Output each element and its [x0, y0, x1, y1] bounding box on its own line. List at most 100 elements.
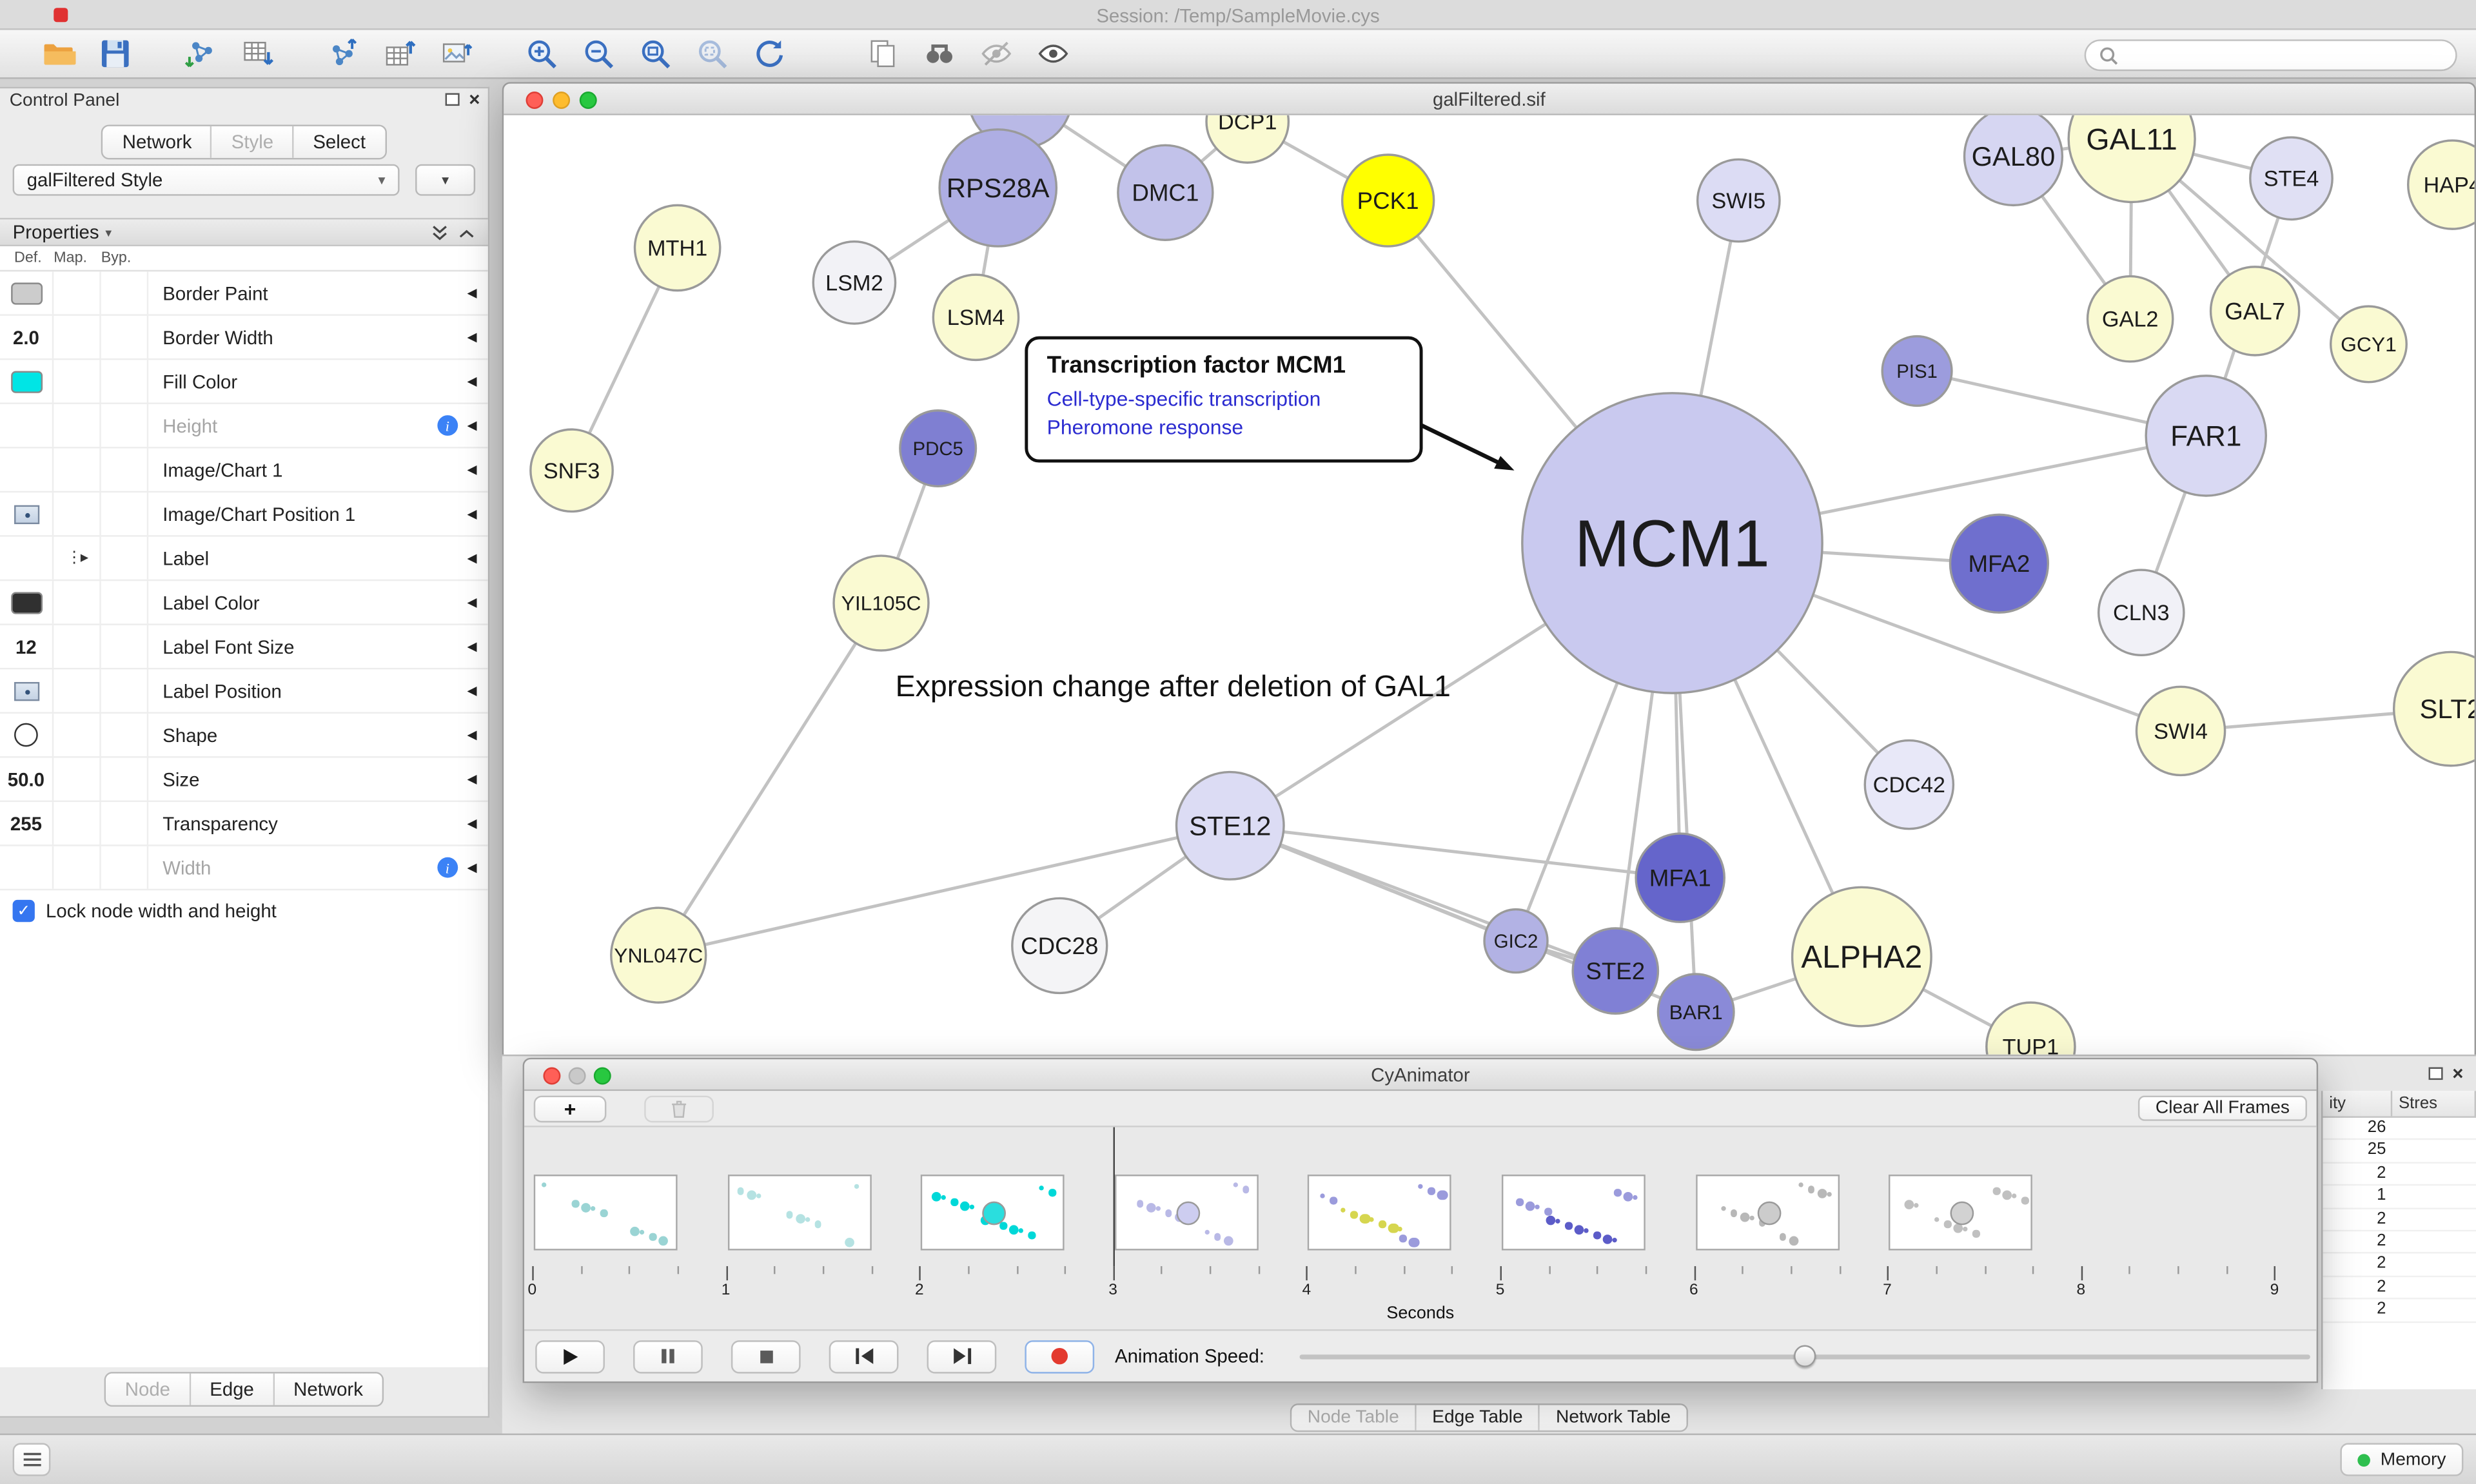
table-row[interactable]: 26 — [2323, 1118, 2476, 1141]
frame-thumbnail-7[interactable] — [1889, 1175, 2033, 1251]
expand-row-icon[interactable]: ◀ — [467, 329, 477, 344]
expand-row-icon[interactable]: ◀ — [467, 595, 477, 610]
network-node-SWI4[interactable]: SWI4 — [2135, 685, 2226, 777]
network-node-STE2[interactable]: STE2 — [1571, 927, 1660, 1015]
expand-row-icon[interactable]: ◀ — [467, 507, 477, 522]
record-button[interactable] — [1025, 1339, 1095, 1373]
minimize-window-icon[interactable] — [568, 1066, 586, 1084]
expand-row-icon[interactable]: ◀ — [467, 860, 477, 875]
copy-icon[interactable] — [862, 33, 903, 74]
style-options-button[interactable]: ▾ — [415, 164, 476, 196]
network-node-FAR1[interactable]: FAR1 — [2145, 375, 2268, 497]
tab-network-table[interactable]: Network Table — [1540, 1405, 1687, 1430]
zoom-window-icon[interactable] — [579, 90, 597, 108]
cyanimator-titlebar[interactable]: CyAnimator — [524, 1059, 2317, 1091]
table-row[interactable]: 1 — [2323, 1186, 2476, 1209]
zoom-out-icon[interactable] — [578, 33, 619, 74]
network-node-CDC28[interactable]: CDC28 — [1011, 897, 1108, 995]
slider-knob[interactable] — [1793, 1345, 1816, 1367]
property-row-label-position[interactable]: Label Position◀ — [0, 669, 488, 714]
export-table-icon[interactable] — [379, 33, 420, 74]
annotation-link-1[interactable]: Cell-type-specific transcription — [1046, 387, 1321, 411]
pause-button[interactable] — [633, 1339, 703, 1373]
close-panel-icon[interactable]: × — [469, 88, 480, 111]
tab-edge-table[interactable]: Edge Table — [1416, 1405, 1540, 1430]
network-node-LSM4[interactable]: LSM4 — [932, 273, 1020, 362]
animation-speed-slider[interactable] — [1299, 1340, 2310, 1372]
float-panel-icon[interactable] — [445, 93, 460, 106]
expand-row-icon[interactable]: ◀ — [467, 374, 477, 389]
network-node-STE12[interactable]: STE12 — [1175, 770, 1285, 881]
close-window-icon[interactable] — [526, 90, 544, 108]
clear-all-frames-button[interactable]: Clear All Frames — [2137, 1095, 2307, 1121]
annotation-box[interactable]: Transcription factor MCM1 Cell-type-spec… — [1025, 336, 1423, 463]
frame-thumbnail-4[interactable] — [1308, 1175, 1452, 1251]
network-node-ALPHA2[interactable]: ALPHA2 — [1791, 886, 1932, 1028]
stop-button[interactable] — [731, 1339, 801, 1373]
properties-header[interactable]: Properties ▾ — [0, 217, 488, 247]
table-row[interactable]: 2 — [2323, 1209, 2476, 1232]
tab-style[interactable]: Style — [212, 126, 294, 158]
network-window-titlebar[interactable]: galFiltered.sif — [504, 83, 2475, 115]
expand-row-icon[interactable]: ◀ — [467, 772, 477, 786]
float-table-panel-icon[interactable] — [2428, 1067, 2443, 1080]
playhead[interactable] — [1113, 1127, 1115, 1267]
task-history-button[interactable] — [12, 1443, 51, 1476]
property-row-label-color[interactable]: Label Color◀ — [0, 581, 488, 625]
expand-row-icon[interactable]: ◀ — [467, 286, 477, 300]
show-graphics-details-icon[interactable] — [1033, 33, 1074, 74]
network-node-SNF3[interactable]: SNF3 — [529, 428, 614, 513]
style-dropdown[interactable]: galFiltered Style ▾ — [12, 164, 400, 196]
zoom-in-icon[interactable] — [521, 33, 562, 74]
network-node-MFA2[interactable]: MFA2 — [1949, 513, 2050, 614]
zoom-fit-icon[interactable] — [634, 33, 676, 74]
network-node-DCP1[interactable]: DCP1 — [1205, 115, 1290, 164]
network-node-MTH1[interactable]: MTH1 — [633, 204, 722, 292]
info-icon[interactable]: i — [437, 857, 458, 878]
network-node-CDC42[interactable]: CDC42 — [1863, 739, 1955, 830]
expand-row-icon[interactable]: ◀ — [467, 462, 477, 477]
tab-select[interactable]: Select — [293, 126, 385, 158]
tab-edge-style[interactable]: Edge — [190, 1373, 275, 1405]
save-session-icon[interactable] — [95, 33, 136, 74]
table-row[interactable]: 2 — [2323, 1163, 2476, 1186]
open-session-icon[interactable] — [38, 33, 79, 74]
frame-thumbnail-1[interactable] — [727, 1175, 871, 1251]
frame-thumbnail-2[interactable] — [921, 1175, 1065, 1251]
property-row-fill-color[interactable]: Fill Color◀ — [0, 360, 488, 404]
network-node-GIC2[interactable]: GIC2 — [1483, 908, 1549, 974]
tab-node-table[interactable]: Node Table — [1292, 1405, 1417, 1430]
import-network-icon[interactable] — [180, 33, 221, 74]
network-node-STE4[interactable]: STE4 — [2249, 136, 2334, 221]
tab-network[interactable]: Network — [103, 126, 213, 158]
frame-thumbnail-3[interactable] — [1114, 1175, 1259, 1251]
memory-button[interactable]: Memory — [2341, 1443, 2464, 1476]
search-input[interactable] — [2084, 39, 2457, 72]
network-node-GAL2[interactable]: GAL2 — [2086, 275, 2174, 363]
expand-row-icon[interactable]: ◀ — [467, 418, 477, 433]
expand-row-icon[interactable]: ◀ — [467, 727, 477, 743]
expand-row-icon[interactable]: ◀ — [467, 639, 477, 654]
network-node-TUP1[interactable]: TUP1 — [1985, 1001, 2076, 1055]
network-node-BAR1[interactable]: BAR1 — [1656, 973, 1735, 1051]
table-row[interactable]: 2 — [2323, 1300, 2476, 1323]
network-node-GCY1[interactable]: GCY1 — [2329, 305, 2408, 384]
collapse-all-icon[interactable] — [431, 224, 449, 241]
frame-thumbnail-0[interactable] — [533, 1175, 678, 1251]
network-node-MFA1[interactable]: MFA1 — [1635, 832, 1726, 923]
table-column-header[interactable]: Stres — [2392, 1091, 2476, 1117]
table-row[interactable]: 2 — [2323, 1277, 2476, 1300]
zoom-window-icon[interactable] — [593, 1066, 611, 1084]
expand-row-icon[interactable]: ◀ — [467, 816, 477, 831]
info-icon[interactable]: i — [437, 415, 458, 436]
last-frame-button[interactable] — [927, 1339, 997, 1373]
close-window-icon[interactable] — [543, 1066, 561, 1084]
network-node-GAL11[interactable]: GAL11 — [2067, 115, 2196, 204]
search-network-icon[interactable] — [919, 33, 960, 74]
network-node-HAP4[interactable]: HAP4 — [2407, 139, 2475, 230]
